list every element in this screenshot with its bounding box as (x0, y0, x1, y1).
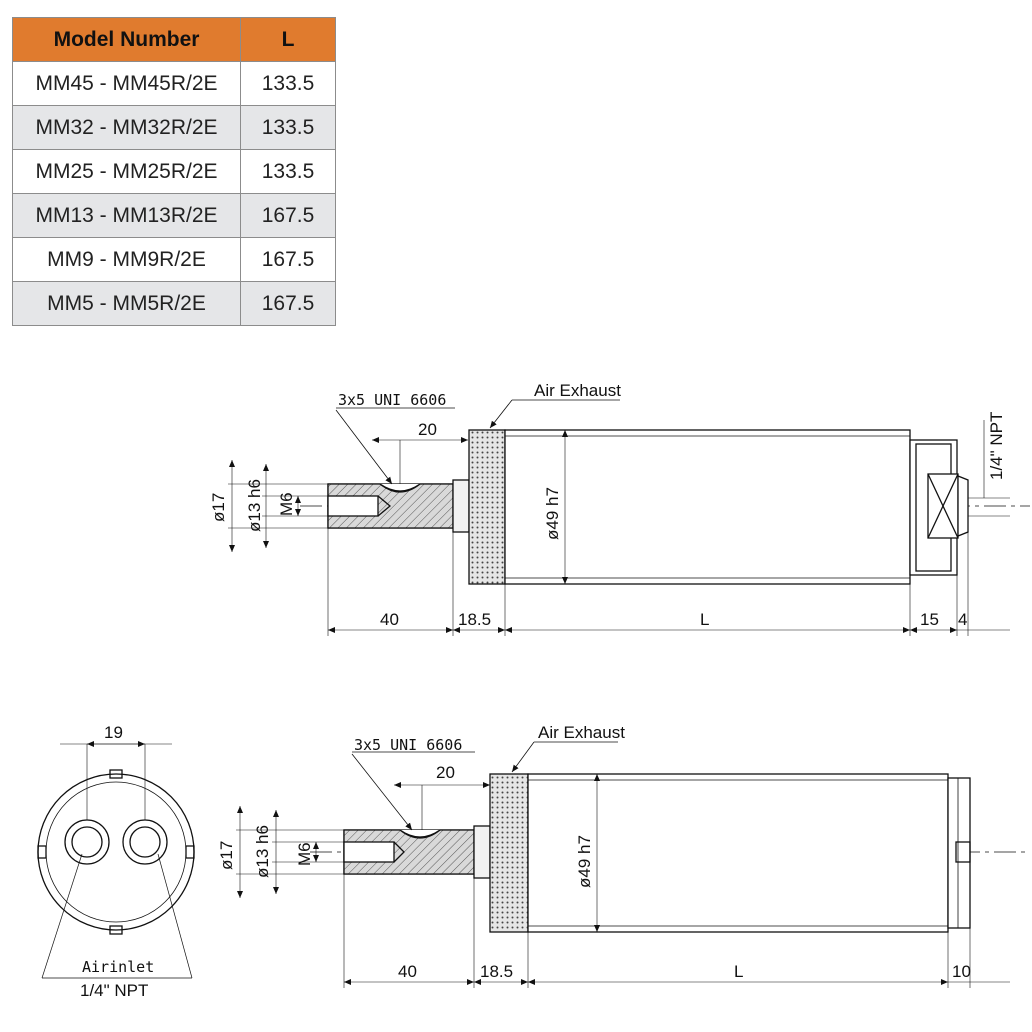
collar (473, 825, 491, 879)
bottom-drawing (236, 741, 1030, 988)
air-inlet-npt: 1/4" NPT (80, 981, 148, 1000)
end-view-labels: 19 Airinlet 1/4" NPT (80, 723, 154, 1000)
dim-18-5: 18.5 (480, 962, 513, 981)
air-exhaust-label: Air Exhaust (538, 723, 625, 742)
thread-hole (327, 495, 379, 517)
cell-model: MM13 - MM13R/2E (12, 193, 241, 238)
m6-label: M6 (277, 492, 296, 516)
cell-model: MM32 - MM32R/2E (12, 105, 241, 150)
d49-label: ø49 h7 (543, 487, 562, 540)
table-row: MM32 - MM32R/2E 133.5 (12, 105, 336, 150)
header-l: L (240, 17, 336, 62)
d13-label: ø13 h6 (245, 479, 264, 532)
cell-model: MM5 - MM5R/2E (12, 281, 241, 326)
dim-4: 4 (958, 610, 967, 629)
cell-length: 167.5 (240, 281, 336, 326)
end-view (37, 741, 195, 979)
table-row: MM9 - MM9R/2E 167.5 (12, 237, 336, 282)
key-label: 3x5 UNI 6606 (354, 736, 462, 754)
knurled-nut (468, 429, 506, 585)
cell-model: MM45 - MM45R/2E (12, 61, 241, 106)
top-drawing-labels: 3x5 UNI 6606 20 Air Exhaust 1/4" NPT ø17… (209, 381, 1006, 629)
end-view-width: 19 (104, 723, 123, 742)
cell-length: 133.5 (240, 105, 336, 150)
bottom-drawing-labels: 3x5 UNI 6606 20 Air Exhaust ø17 ø13 h6 M… (217, 723, 971, 981)
model-length-table: Model Number L MM45 - MM45R/2E 133.5 MM3… (12, 17, 336, 326)
cell-length: 133.5 (240, 61, 336, 106)
dim-l: L (734, 962, 743, 981)
cell-length: 167.5 (240, 193, 336, 238)
thread-hole (343, 841, 395, 863)
top-drawing (228, 399, 1030, 636)
cell-length: 133.5 (240, 149, 336, 194)
table-row: MM45 - MM45R/2E 133.5 (12, 61, 336, 106)
dim-40: 40 (380, 610, 399, 629)
header-model-number: Model Number (12, 17, 241, 62)
back-cap (947, 777, 971, 929)
motor-body (504, 429, 911, 585)
cell-model: MM25 - MM25R/2E (12, 149, 241, 194)
cell-model: MM9 - MM9R/2E (12, 237, 241, 282)
m6-label: M6 (295, 842, 314, 866)
dim-l: L (700, 610, 709, 629)
key-length-label: 20 (436, 763, 455, 782)
table-row: MM13 - MM13R/2E 167.5 (12, 193, 336, 238)
key (379, 483, 421, 492)
air-inlet-label: Airinlet (82, 958, 154, 976)
knurled-nut (489, 773, 529, 933)
d49-label: ø49 h7 (575, 835, 594, 888)
dim-10: 10 (952, 962, 971, 981)
air-exhaust-label: Air Exhaust (534, 381, 621, 400)
dim-15: 15 (920, 610, 939, 629)
end-view-outer (37, 773, 195, 931)
collar (452, 479, 470, 533)
cell-length: 167.5 (240, 237, 336, 282)
dim-18-5: 18.5 (458, 610, 491, 629)
key-length-label: 20 (418, 420, 437, 439)
npt-label: 1/4" NPT (987, 412, 1006, 480)
d17-label: ø17 (217, 841, 236, 870)
key-label: 3x5 UNI 6606 (338, 391, 446, 409)
dim-40: 40 (398, 962, 417, 981)
d13-label: ø13 h6 (253, 825, 272, 878)
table-row: MM25 - MM25R/2E 133.5 (12, 149, 336, 194)
table-row: MM5 - MM5R/2E 167.5 (12, 281, 336, 326)
d17-label: ø17 (209, 493, 228, 522)
table-header-row: Model Number L (12, 17, 336, 62)
